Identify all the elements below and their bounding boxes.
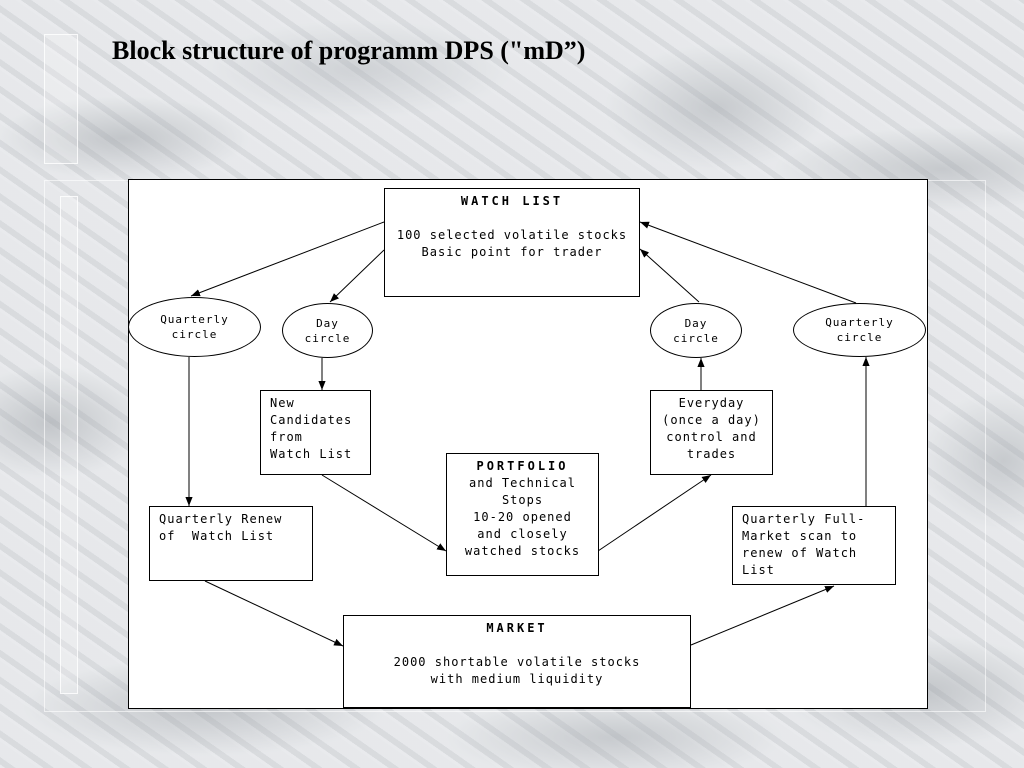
quarterly-full-scan-line-3: renew of Watch — [742, 546, 858, 560]
quarterly-renew-line-2: of Watch List — [159, 529, 275, 543]
portfolio-line-2: Stops — [501, 493, 544, 507]
watch-list-line-1: 100 selected volatile stocks — [396, 228, 628, 242]
watch-list-heading: WATCH LIST — [460, 194, 564, 208]
day-circle-right-line-2: circle — [673, 331, 719, 345]
slide-title: Block structure of programm DPS ("mD”) — [112, 36, 586, 65]
quarterly-circle-right-line-2: circle — [836, 331, 883, 344]
everyday-line-2: (once a day) — [662, 413, 761, 427]
day-circle-right: Day circle — [650, 303, 742, 358]
watch-list-line-2: Basic point for trader — [421, 245, 603, 259]
quarterly-full-scan-line-1: Quarterly Full- — [742, 512, 866, 526]
everyday-line-4: trades — [686, 447, 737, 461]
market-box: MARKET 2000 shortable volatile stocks wi… — [343, 615, 691, 708]
portfolio-heading: PORTFOLIO — [476, 459, 569, 473]
everyday-line-3: control and — [666, 430, 757, 444]
day-circle-right-line-1: Day — [684, 316, 708, 330]
market-heading: MARKET — [486, 621, 548, 635]
market-line-1: 2000 shortable volatile stocks — [393, 655, 641, 669]
quarterly-circle-left-line-1: Quarterly — [160, 313, 229, 326]
new-candidates-line-4: Watch List — [270, 447, 353, 461]
market-line-2: with medium liquidity — [430, 672, 604, 686]
new-candidates-line-3: from — [270, 430, 303, 444]
portfolio-line-5: watched stocks — [464, 544, 581, 558]
quarterly-full-scan-line-4: List — [742, 563, 775, 577]
decorative-bar-left — [60, 196, 78, 694]
day-circle-left: Day circle — [282, 303, 373, 358]
day-circle-left-line-1: Day — [316, 316, 339, 330]
new-candidates-line-1: New — [270, 396, 295, 410]
quarterly-circle-right: Quarterly circle — [793, 303, 926, 357]
portfolio-line-3: 10-20 opened — [473, 510, 572, 524]
quarterly-circle-left-line-2: circle — [171, 328, 218, 341]
everyday-box: Everyday (once a day) control and trades — [650, 390, 773, 475]
quarterly-full-scan-box: Quarterly Full- Market scan to renew of … — [732, 506, 896, 585]
quarterly-circle-left: Quarterly circle — [128, 297, 261, 357]
new-candidates-line-2: Candidates — [270, 413, 353, 427]
quarterly-circle-right-line-1: Quarterly — [825, 316, 894, 329]
quarterly-renew-box: Quarterly Renew of Watch List — [149, 506, 313, 581]
quarterly-renew-line-1: Quarterly Renew — [159, 512, 283, 526]
new-candidates-box: New Candidates from Watch List — [260, 390, 371, 475]
portfolio-line-4: and closely — [477, 527, 568, 541]
portfolio-line-1: and Technical — [469, 476, 576, 490]
watch-list-box: WATCH LIST 100 selected volatile stocks … — [384, 188, 640, 297]
portfolio-box: PORTFOLIO and Technical Stops 10-20 open… — [446, 453, 599, 576]
day-circle-left-line-2: circle — [304, 331, 351, 345]
quarterly-full-scan-line-2: Market scan to — [742, 529, 858, 543]
decorative-bar-top — [44, 34, 78, 164]
everyday-line-1: Everyday — [678, 396, 745, 410]
